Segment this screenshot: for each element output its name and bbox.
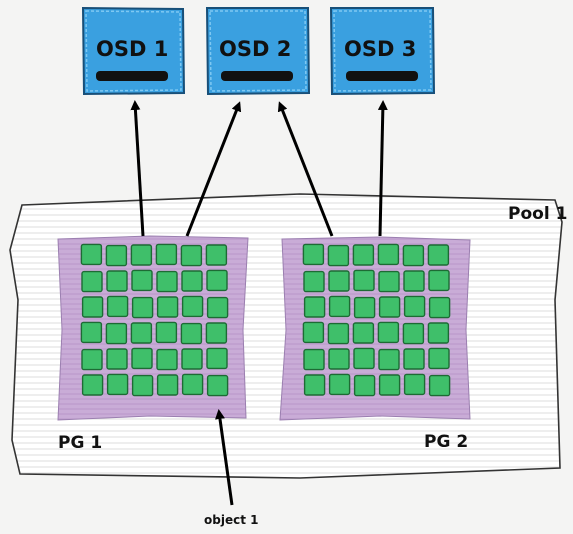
object-cell: [402, 322, 425, 345]
pg-2: PG 2: [279, 236, 471, 452]
osd-3: OSD 3: [329, 7, 436, 96]
object-cell: [302, 321, 325, 344]
object-cell: [378, 374, 401, 396]
object-cell: [180, 244, 203, 267]
object-cell: [403, 348, 425, 370]
object-cell: [181, 348, 203, 370]
object-cell: [206, 374, 229, 397]
object-cell: [181, 295, 204, 318]
pg-1-label: PG 1: [58, 433, 102, 453]
object-cell: [205, 244, 228, 266]
pg-1-objects: [80, 243, 229, 397]
object-cell: [303, 374, 326, 396]
object-cell: [156, 296, 179, 318]
object-cell: [378, 296, 401, 318]
object-cell: [428, 296, 451, 319]
object-cell: [353, 269, 375, 292]
object-cell: [377, 243, 400, 266]
object-cell: [353, 347, 375, 370]
osd-1-label: OSD 1: [96, 37, 168, 61]
object-cell: [106, 270, 128, 292]
pg-2-label: PG 2: [424, 432, 468, 452]
object-cell: [403, 295, 426, 318]
object-cell: [131, 269, 153, 292]
arrow-object1-to-pg1: [215, 409, 234, 506]
object-cell: [180, 322, 203, 345]
object-cell: [353, 374, 376, 397]
object-cell: [428, 269, 450, 292]
object-cell: [156, 348, 178, 371]
object-cell: [130, 244, 153, 266]
object-cell: [105, 244, 128, 267]
object-cell: [428, 374, 451, 397]
object-cell: [205, 322, 228, 344]
object-cell: [181, 373, 204, 396]
pg-1: PG 1: [57, 235, 249, 453]
arrow-pg1-to-osd2: [185, 101, 242, 237]
object-1-label: object 1: [204, 513, 258, 527]
object-cell: [106, 348, 128, 370]
arrow-pg1-to-osd1: [130, 100, 145, 237]
object-cell: [206, 296, 229, 319]
object-cell: [403, 270, 425, 292]
osd-2-disk-bar: [221, 71, 293, 81]
object-cell: [131, 296, 154, 319]
arrow-pg2-to-osd2: [277, 101, 334, 237]
object-cell: [427, 244, 450, 266]
object-cell: [130, 322, 153, 344]
object-cell: [81, 374, 104, 396]
object-cell: [156, 374, 179, 396]
object-cell: [328, 373, 351, 396]
osd-3-label: OSD 3: [344, 37, 416, 61]
osd-1-disk-bar: [96, 71, 168, 81]
object-cell: [106, 373, 129, 396]
pg-2-objects: [302, 243, 451, 397]
object-cell: [131, 374, 154, 397]
osd-1: OSD 1: [81, 6, 186, 96]
object-cell: [327, 244, 350, 267]
object-cell: [80, 243, 103, 266]
object-cell: [155, 243, 178, 266]
object-cell: [328, 270, 350, 292]
arrow-pg2-to-osd3: [377, 100, 388, 237]
object-cell: [81, 270, 103, 293]
osd-2-label: OSD 2: [219, 37, 291, 61]
object-cell: [352, 244, 375, 266]
object-cell: [81, 348, 103, 371]
object-cell: [181, 270, 203, 292]
object-cell: [81, 296, 104, 318]
object-cell: [155, 321, 178, 344]
osd-3-disk-bar: [346, 71, 418, 81]
object-cell: [156, 270, 178, 293]
object-cell: [303, 270, 325, 293]
object-cell: [328, 295, 351, 318]
object-cell: [378, 348, 400, 371]
object-cell: [352, 322, 375, 344]
object-cell: [80, 321, 103, 344]
object-cell: [105, 322, 128, 345]
osd-2: OSD 2: [205, 7, 311, 96]
arrows: [130, 100, 388, 506]
object-cell: [327, 322, 350, 345]
object-cell: [206, 269, 228, 292]
object-cell: [377, 321, 400, 344]
object-cell: [428, 347, 450, 370]
object-cell: [403, 373, 426, 396]
object-cell: [206, 347, 228, 370]
object-cell: [302, 243, 325, 266]
object-cell: [378, 270, 400, 293]
object-cell: [106, 295, 129, 318]
object-cell: [131, 347, 153, 370]
pool-1-label: Pool 1: [508, 204, 567, 224]
object-cell: [353, 296, 376, 319]
object-cell: [328, 348, 350, 370]
object-cell: [303, 296, 326, 318]
object-cell: [427, 322, 450, 344]
object-cell: [303, 348, 325, 371]
object-cell: [402, 244, 425, 267]
